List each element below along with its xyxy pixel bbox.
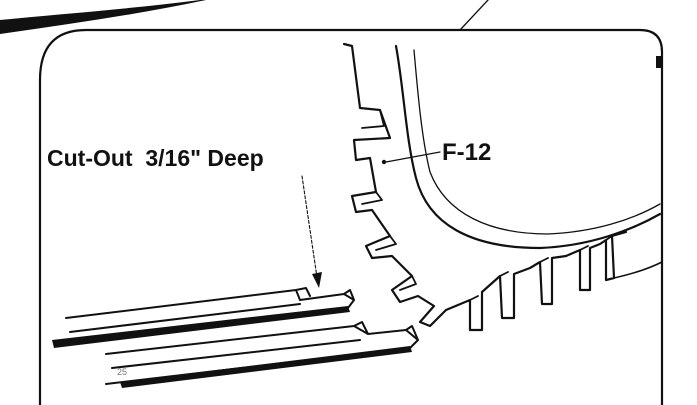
top-leader-line	[459, 0, 489, 31]
diagram-frame	[38, 28, 664, 405]
former-f12-inner-edge	[394, 44, 662, 250]
part-label-f12: F-12	[442, 139, 491, 166]
former-lower-curve	[613, 261, 663, 279]
former-face-line	[413, 49, 661, 235]
former-notch-faces	[361, 109, 613, 301]
stringer-lower-shadow	[120, 346, 412, 388]
f12-leader-dot	[381, 159, 387, 165]
top-left-heavy-stroke	[0, 0, 206, 34]
stringer-mark: 25	[117, 367, 127, 377]
cutout-leader-arrow	[312, 272, 322, 288]
corner-mark	[656, 56, 662, 68]
former-f12-outer-edge	[342, 42, 628, 332]
stringer-lower	[105, 321, 419, 385]
stringer-upper-shadow	[52, 306, 350, 348]
stringer-upper	[59, 287, 355, 343]
cutout-label: Cut-Out 3/16" Deep	[47, 145, 264, 171]
f12-leader-line	[385, 151, 441, 163]
cutout-leader-line	[301, 175, 319, 285]
